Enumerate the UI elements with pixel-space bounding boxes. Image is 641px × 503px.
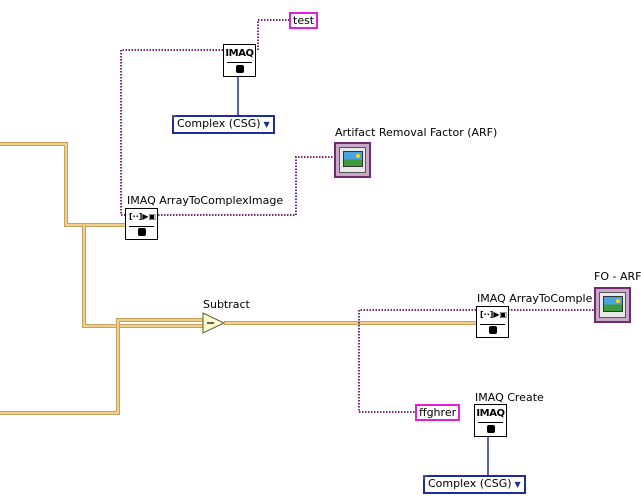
arf-image-indicator[interactable]	[334, 142, 371, 178]
fo-arf-label: FO - ARF	[594, 270, 641, 283]
image-picture-icon	[603, 296, 623, 312]
dropdown-arrow-icon: ▼	[263, 120, 270, 129]
arf-label: Artifact Removal Factor (ARF)	[335, 126, 498, 139]
vi-divider	[480, 324, 505, 325]
array-to-complex-vi-bottom[interactable]: [··]▶▣	[476, 306, 509, 338]
vi-divider	[129, 226, 154, 227]
image-type-enum-top-text: Complex (CSG)	[177, 117, 261, 130]
vi-divider	[227, 62, 252, 63]
fo-arf-image-indicator[interactable]	[594, 287, 631, 323]
imaq-create-icon	[235, 65, 244, 73]
vi-divider	[478, 422, 503, 423]
dropdown-arrow-icon: ▼	[514, 480, 521, 489]
image-display-frame	[339, 147, 366, 173]
image-type-enum-bottom[interactable]: Complex (CSG)▼	[423, 475, 526, 494]
array-to-complex-label-top: IMAQ ArrayToComplexImage	[127, 194, 284, 207]
numeric-wire-group[interactable]	[0, 142, 476, 415]
image-wire-group[interactable]	[120, 19, 596, 413]
sun-icon	[356, 154, 360, 158]
subtract-node[interactable]	[202, 312, 226, 334]
array-arrow-icon: [··]▶▣	[480, 310, 508, 319]
sun-icon	[616, 299, 620, 303]
imaq-create-vi-bottom-text: IMAQ	[476, 408, 505, 419]
imaq-create-vi-bottom[interactable]: IMAQ	[474, 404, 507, 437]
enum-corner-marker	[423, 475, 428, 480]
image-type-enum-top[interactable]: Complex (CSG)▼	[172, 115, 275, 134]
string-constant-test[interactable]: test	[289, 12, 319, 29]
image-display-frame	[599, 292, 626, 318]
complex-icon	[137, 228, 146, 236]
imaq-create-vi-top-text: IMAQ	[225, 48, 254, 59]
array-to-complex-label-bottom: IMAQ ArrayToComple	[477, 292, 593, 305]
complex-icon	[488, 326, 497, 334]
enum-wire-group[interactable]	[237, 77, 489, 477]
image-picture-icon	[343, 151, 363, 167]
string-constant-ffghrer-text: ffghrer	[419, 406, 457, 419]
image-type-enum-bottom-text: Complex (CSG)	[428, 477, 512, 490]
imaq-create-vi-top[interactable]: IMAQ	[223, 44, 256, 77]
array-to-complex-vi-top[interactable]: [··]▶▣	[125, 208, 158, 240]
imaq-create-label-bottom: IMAQ Create	[475, 391, 544, 404]
string-constant-test-text: test	[293, 14, 315, 27]
subtract-label: Subtract	[203, 298, 250, 311]
enum-corner-marker	[172, 115, 177, 120]
string-constant-ffghrer[interactable]: ffghrer	[415, 404, 461, 421]
array-arrow-icon: [··]▶▣	[129, 212, 157, 221]
imaq-create-icon	[486, 425, 495, 433]
